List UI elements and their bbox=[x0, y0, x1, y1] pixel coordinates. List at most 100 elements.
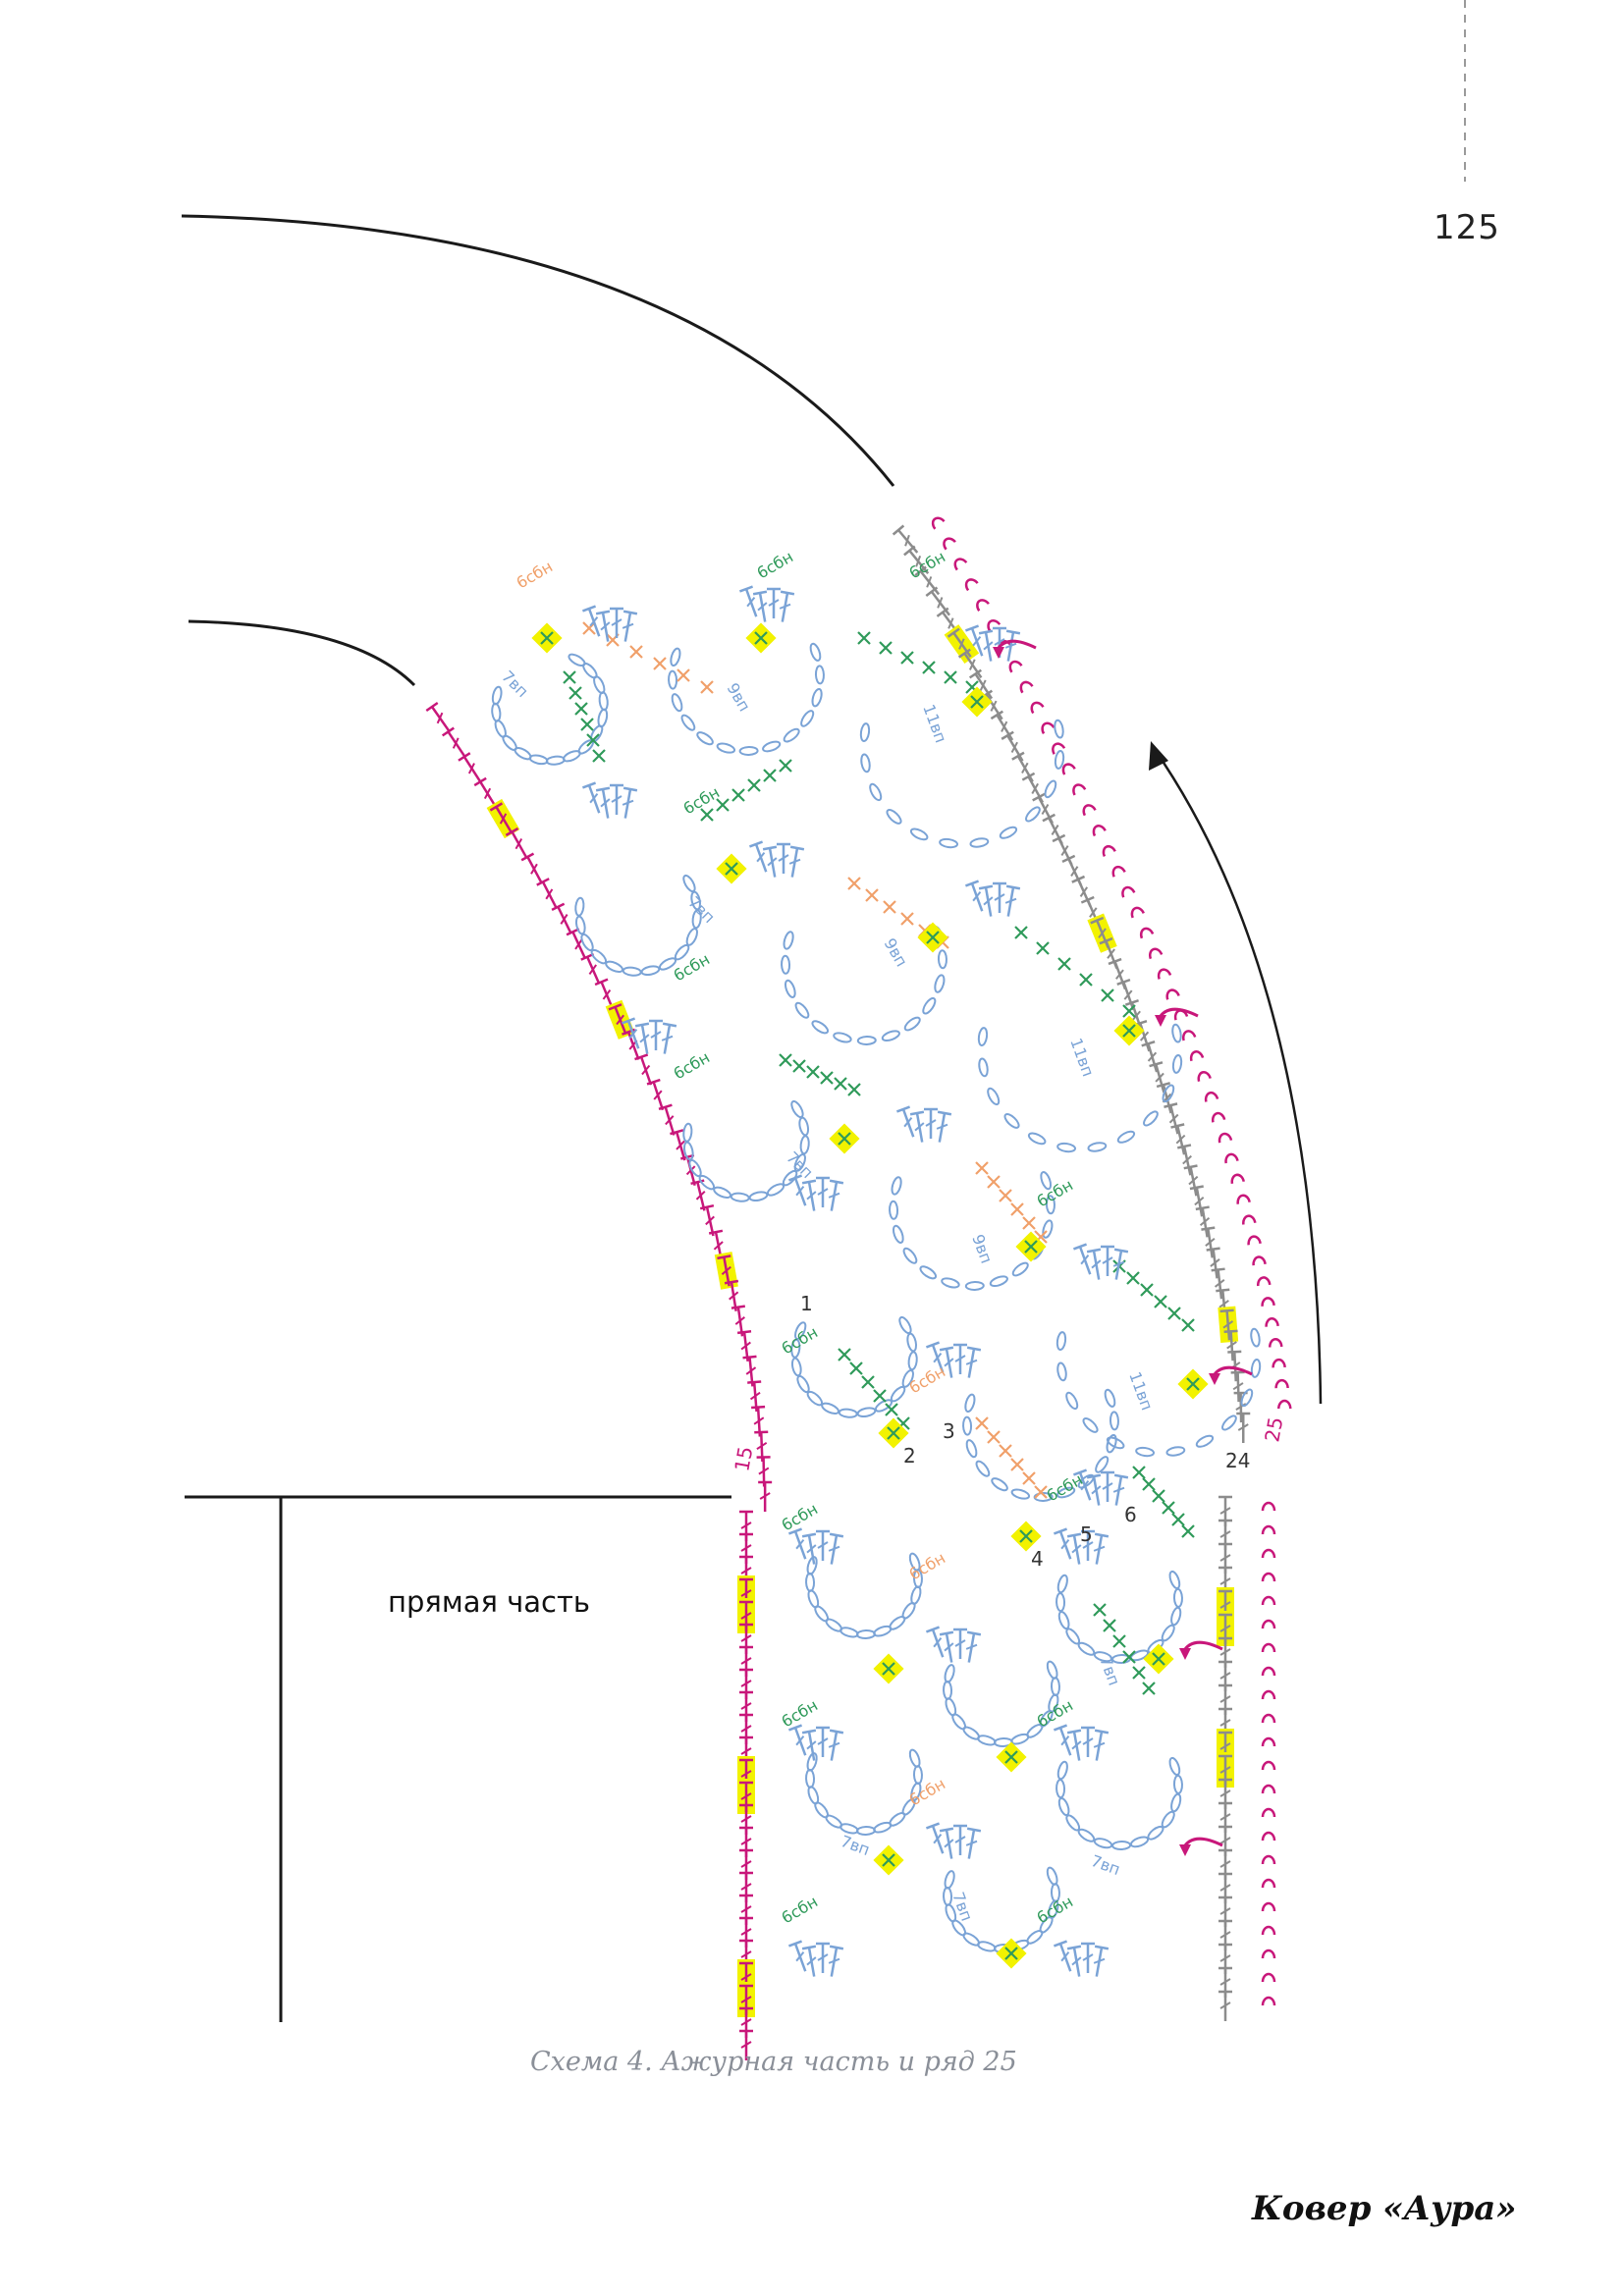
outer-dc-stitch bbox=[944, 624, 980, 664]
outer-loop-stitch bbox=[953, 558, 968, 571]
fan-dc-stitch bbox=[748, 840, 768, 873]
fan-dc-stitch bbox=[767, 587, 781, 618]
chain-loop-icon bbox=[799, 1135, 810, 1155]
chain-loop-icon bbox=[907, 1351, 918, 1371]
outer-dc-stitch bbox=[1218, 1306, 1239, 1343]
outer-loop-stitch bbox=[1149, 947, 1164, 960]
chain-loop-icon bbox=[1056, 1592, 1066, 1613]
chain-loop-icon bbox=[1135, 1446, 1156, 1458]
chain-loop-icon bbox=[962, 1415, 973, 1436]
chain-loop-icon bbox=[574, 896, 585, 917]
chain-loop-icon bbox=[1240, 1388, 1254, 1408]
chain-loop-icon bbox=[1087, 1142, 1108, 1152]
fan-dc-stitch bbox=[936, 1110, 952, 1143]
fan-dc-stitch bbox=[1086, 1248, 1102, 1280]
chain-loop-icon bbox=[1040, 1171, 1053, 1191]
chain-loop-icon bbox=[1162, 1084, 1175, 1103]
fan-dc-stitch bbox=[1004, 884, 1021, 917]
sc-edge-stitch bbox=[1142, 1682, 1156, 1695]
sc-edge-stitch bbox=[857, 631, 871, 645]
join-sc-icon bbox=[1004, 1750, 1018, 1764]
chain-loop-icon bbox=[790, 1099, 804, 1119]
chain-loop-icon bbox=[1104, 1388, 1116, 1408]
stitch-count-label: 7вп bbox=[839, 1832, 873, 1859]
sc-edge-stitch bbox=[834, 1077, 847, 1091]
fan-dc-stitch bbox=[1072, 1468, 1092, 1501]
outer-straight-loop bbox=[1261, 1501, 1276, 1512]
outer-loop-stitch bbox=[1211, 1111, 1226, 1123]
row-number-label: 6 bbox=[1124, 1503, 1137, 1526]
stitch-count-label: 6сбн bbox=[671, 1047, 714, 1083]
chain-loop-icon bbox=[906, 1332, 918, 1353]
outer-straight-loop bbox=[1261, 1548, 1276, 1559]
inner-dc-stitch bbox=[690, 1179, 706, 1211]
outer-dc-stitch bbox=[1201, 1226, 1216, 1258]
sc-edge-stitch bbox=[1152, 1489, 1165, 1503]
stitch-count-label: 6сбн bbox=[906, 1774, 949, 1809]
chain-loop-icon bbox=[1056, 1331, 1067, 1352]
outer-dc-stitch bbox=[925, 586, 950, 616]
stitch-count-label: 11вп bbox=[1066, 1036, 1098, 1079]
fan-dc-stitch bbox=[1093, 1729, 1110, 1761]
outer-loop-stitch bbox=[1111, 865, 1126, 878]
outer-straight-loop bbox=[1261, 1831, 1276, 1842]
chain-loop-icon bbox=[671, 693, 683, 713]
outer-dc-stitch bbox=[1011, 751, 1034, 782]
chain-loop-icon bbox=[1056, 1779, 1066, 1799]
section-label: прямая часть bbox=[388, 1585, 590, 1619]
fan-dc-stitch bbox=[610, 783, 623, 815]
inner-dc-stitch bbox=[758, 1480, 773, 1512]
sc-edge-stitch bbox=[592, 749, 606, 763]
join-sc-icon bbox=[887, 1426, 900, 1440]
sc-edge-stitch bbox=[965, 680, 979, 694]
outer-loop-stitch bbox=[1102, 844, 1116, 857]
chain-loop-icon bbox=[798, 1116, 810, 1137]
fan-dc-stitch bbox=[801, 1945, 817, 1977]
sc-edge-stitch bbox=[975, 1416, 989, 1430]
fan-dc-stitch bbox=[738, 585, 758, 617]
outer-loop-stitch bbox=[1197, 1071, 1212, 1082]
chain-loop-icon bbox=[1129, 1836, 1150, 1848]
outer-loop-stitch bbox=[1082, 804, 1097, 817]
chain-loop-icon bbox=[491, 685, 503, 706]
fan-dc-stitch bbox=[1053, 1724, 1072, 1756]
chain-loop-icon bbox=[593, 675, 606, 695]
sc-edge-stitch bbox=[763, 769, 777, 782]
outer-straight-loop bbox=[1261, 1784, 1276, 1794]
fan-dc-stitch bbox=[939, 1346, 954, 1378]
sc-edge-stitch bbox=[849, 1362, 863, 1375]
chain-loop-icon bbox=[944, 1664, 955, 1683]
join-sc-icon bbox=[1019, 1529, 1033, 1543]
outer-dc-stitch bbox=[1087, 913, 1117, 953]
outer-straight-loop bbox=[1261, 1760, 1276, 1771]
inner-dc-stitch bbox=[699, 1203, 715, 1237]
chain-loop-icon bbox=[1171, 1023, 1182, 1043]
sc-edge-stitch bbox=[1132, 1466, 1146, 1479]
chain-loop-icon bbox=[856, 1407, 877, 1418]
sc-edge-stitch bbox=[568, 686, 582, 700]
outer-loop-stitch bbox=[1139, 927, 1155, 939]
sc-edge-stitch bbox=[563, 670, 576, 684]
inner-dc-stitch bbox=[634, 1053, 653, 1086]
sc-edge-stitch bbox=[1132, 1666, 1146, 1680]
join-sc-icon bbox=[754, 631, 768, 645]
chain-loop-icon bbox=[806, 1556, 818, 1575]
outer-loop-stitch bbox=[987, 619, 1001, 632]
stitch-count-label: 7вп bbox=[1089, 1851, 1123, 1879]
stitch-count-label: 11вп bbox=[919, 702, 950, 745]
pull-arrow-head bbox=[1179, 1844, 1191, 1856]
chain-loop-icon bbox=[762, 740, 782, 753]
sc-edge-stitch bbox=[731, 788, 745, 802]
stitch-count-label: 6сбн bbox=[1034, 1892, 1077, 1927]
fan-dc-stitch bbox=[787, 1940, 807, 1972]
outer-dc-stitch bbox=[1061, 854, 1083, 886]
join-sc-icon bbox=[725, 862, 738, 876]
outer-dc-stitch bbox=[968, 668, 994, 700]
row-number-label: 25 bbox=[1260, 1415, 1287, 1444]
chain-loop-icon bbox=[912, 1765, 923, 1786]
chain-loop-icon bbox=[545, 755, 566, 766]
chain-loop-icon bbox=[1093, 1838, 1113, 1849]
fan-dc-stitch bbox=[622, 786, 638, 819]
row-number-label: 5 bbox=[1080, 1522, 1093, 1546]
